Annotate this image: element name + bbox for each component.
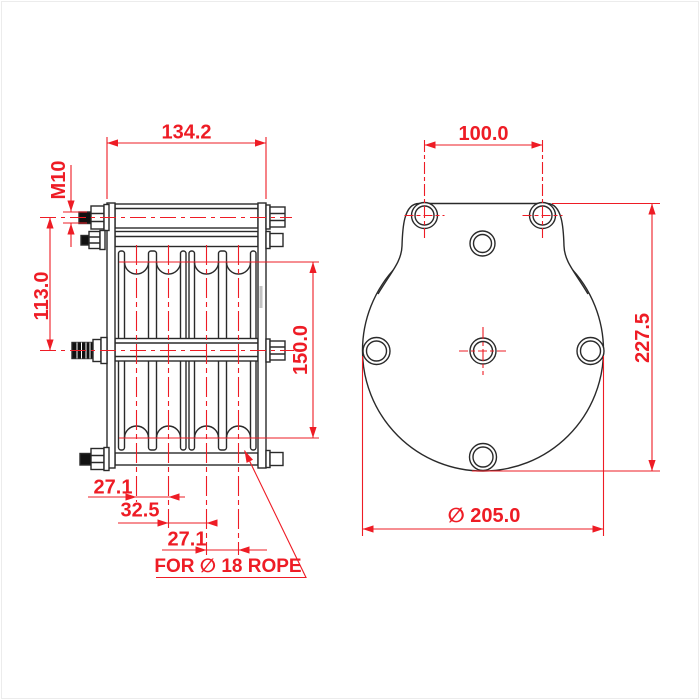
plate-etch-mark	[259, 286, 263, 308]
dim-groove-spacing-2-label: 32.5	[121, 500, 160, 522]
dim-groove-spacing-1-label: 27.1	[94, 477, 133, 499]
hole-bottom	[468, 442, 498, 472]
rope-note-leader	[156, 450, 307, 579]
dim-thread-size-label: M10	[48, 161, 70, 200]
bolts-left	[71, 203, 110, 472]
dim-hole-spacing-label: 100.0	[458, 123, 508, 145]
dim-width-lines	[106, 137, 267, 199]
dimension-labels: 134.2 M10 113.0 150.0 27.1 32.5 27.1 FOR…	[31, 122, 654, 578]
dim-height-lines	[472, 202, 660, 472]
bolt-upper-left	[80, 229, 106, 251]
dim-groove-spacing-3-label: 27.1	[168, 529, 207, 551]
bolt-bottom-left	[79, 446, 110, 472]
side-plate-left	[106, 202, 116, 469]
front-view	[71, 202, 286, 472]
dim-overall-height-label: 227.5	[632, 313, 654, 363]
dimensions: 134.2 M10 113.0 150.0 27.1 32.5 27.1 FOR…	[31, 122, 660, 579]
side-plate-right	[257, 202, 267, 469]
hole-right	[576, 336, 605, 366]
bolt-bottom-right	[265, 449, 284, 469]
dimension-arrows	[46, 139, 656, 554]
bolts-right	[265, 204, 286, 469]
dim-overall-width-label: 134.2	[161, 122, 211, 144]
rope-note-label: FOR ∅ 18 ROPE	[154, 556, 301, 577]
second-bar	[114, 230, 259, 248]
dim-axis-spacing-label: 113.0	[31, 272, 53, 321]
hole-upper-middle	[469, 230, 496, 257]
dimension-lines	[49, 137, 660, 579]
center-lines	[40, 140, 563, 555]
dim-diameter-lines	[361, 356, 605, 536]
bolt-upper-right	[265, 230, 284, 250]
bolt-top-right	[265, 204, 286, 230]
dim-thread-lines	[63, 165, 87, 247]
top-axle-bar	[114, 203, 259, 229]
mounting-tab-outline	[377, 202, 589, 295]
hole-left	[362, 336, 391, 366]
dim-flange-diameter-label: ∅ 205.0	[448, 505, 521, 527]
dim-sheave-pitch-label: 150.0	[290, 325, 312, 375]
